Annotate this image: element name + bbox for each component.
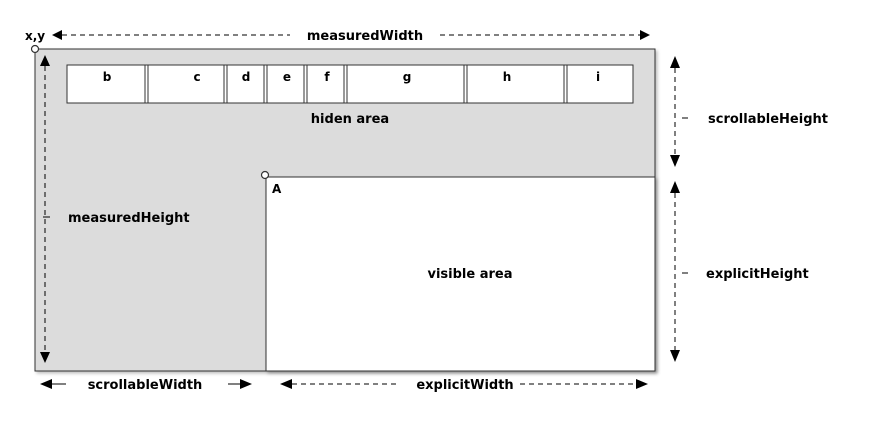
explicit-width-arrow <box>280 379 648 389</box>
column-label-e: e <box>283 70 291 84</box>
measured-height-label: measuredHeight <box>68 211 190 226</box>
visible-origin-marker <box>260 170 270 180</box>
column-header-strip: b c d e f g h i <box>66 64 634 104</box>
explicit-height-label: explicitHeight <box>706 267 809 282</box>
visible-area-region <box>265 176 656 372</box>
column-label-f: f <box>324 70 330 84</box>
column-label-g: g <box>403 70 412 84</box>
origin-label: x,y <box>25 29 45 43</box>
scrollable-width-label: scrollableWidth <box>88 378 203 393</box>
measured-width-arrow <box>52 30 650 40</box>
column-label-d: d <box>242 70 251 84</box>
hidden-area-label: hiden area <box>311 112 389 127</box>
scrollable-width-arrow <box>40 379 252 389</box>
visible-corner-label: A <box>272 182 282 196</box>
explicit-width-label: explicitWidth <box>416 378 513 393</box>
column-label-i: i <box>596 70 600 84</box>
measured-width-label: measuredWidth <box>307 29 423 44</box>
measured-height-arrow <box>40 55 50 363</box>
origin-marker <box>30 44 40 54</box>
explicit-height-arrow <box>670 181 688 362</box>
scrollable-height-label: scrollableHeight <box>708 112 828 127</box>
visible-area-label: visible area <box>427 267 512 282</box>
column-label-b: b <box>103 70 112 84</box>
scrollable-height-arrow <box>670 56 688 167</box>
column-label-h: h <box>503 70 512 84</box>
column-label-c: c <box>193 70 200 84</box>
